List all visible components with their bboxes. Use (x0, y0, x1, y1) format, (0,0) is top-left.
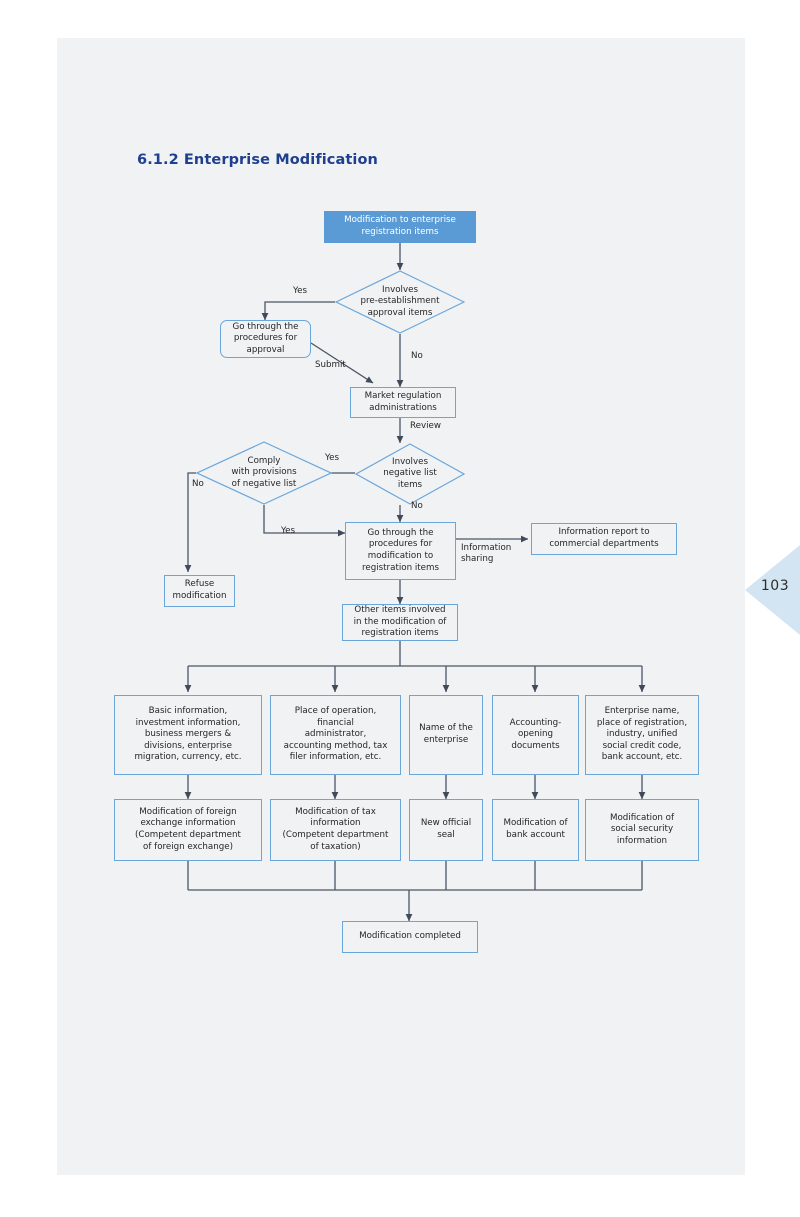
edge-label-d3-yes: Yes (281, 526, 296, 536)
edge-label-d2-no: No (411, 501, 423, 511)
node-approval-procedures[interactable]: Go through the procedures for approval (220, 320, 311, 358)
edge-label-review: Review (410, 421, 441, 431)
node-information-report[interactable]: Information report to commercial departm… (531, 523, 677, 555)
node-decision-comply-provisions[interactable]: Comply with provisions of negative list (196, 441, 332, 505)
edge-label-d1-no: No (411, 351, 423, 361)
decision-label: Comply with provisions of negative list (231, 455, 297, 489)
node-col5-bottom[interactable]: Modification of social security informat… (585, 799, 699, 861)
node-refuse-modification[interactable]: Refuse modification (164, 575, 235, 607)
node-col1-bottom[interactable]: Modification of foreign exchange informa… (114, 799, 262, 861)
edge-label-d2-yes: Yes (325, 453, 340, 463)
node-other-items[interactable]: Other items involved in the modification… (342, 604, 458, 641)
decision-label: Involves negative list items (383, 456, 437, 490)
node-registration-modification-procedures[interactable]: Go through the procedures for modificati… (345, 522, 456, 580)
node-decision-pre-establishment[interactable]: Involves pre-establishment approval item… (335, 270, 465, 334)
page-title: 6.1.2 Enterprise Modification (137, 152, 378, 168)
node-decision-negative-list[interactable]: Involves negative list items (355, 443, 465, 505)
node-modification-completed[interactable]: Modification completed (342, 921, 478, 953)
node-col3-bottom[interactable]: New official seal (409, 799, 483, 861)
node-start[interactable]: Modification to enterprise registration … (324, 211, 476, 243)
decision-label: Involves pre-establishment approval item… (360, 284, 440, 318)
diamond-outline-icon (355, 443, 465, 505)
edge-label-information-sharing: Information sharing (461, 543, 512, 565)
diamond-outline-icon (196, 441, 332, 505)
edge-label-submit: Submit (315, 360, 346, 370)
page-number: 103 (760, 578, 790, 594)
edge-label-d3-no: No (192, 479, 204, 489)
node-col5-top[interactable]: Enterprise name, place of registration, … (585, 695, 699, 775)
node-col2-bottom[interactable]: Modification of tax information (Compete… (270, 799, 401, 861)
node-col1-top[interactable]: Basic information, investment informatio… (114, 695, 262, 775)
diamond-outline-icon (335, 270, 465, 334)
node-col4-bottom[interactable]: Modification of bank account (492, 799, 579, 861)
node-col3-top[interactable]: Name of the enterprise (409, 695, 483, 775)
node-col4-top[interactable]: Accounting- opening documents (492, 695, 579, 775)
node-market-regulation[interactable]: Market regulation administrations (350, 387, 456, 418)
edge-label-d1-yes: Yes (293, 286, 308, 296)
node-col2-top[interactable]: Place of operation, financial administra… (270, 695, 401, 775)
